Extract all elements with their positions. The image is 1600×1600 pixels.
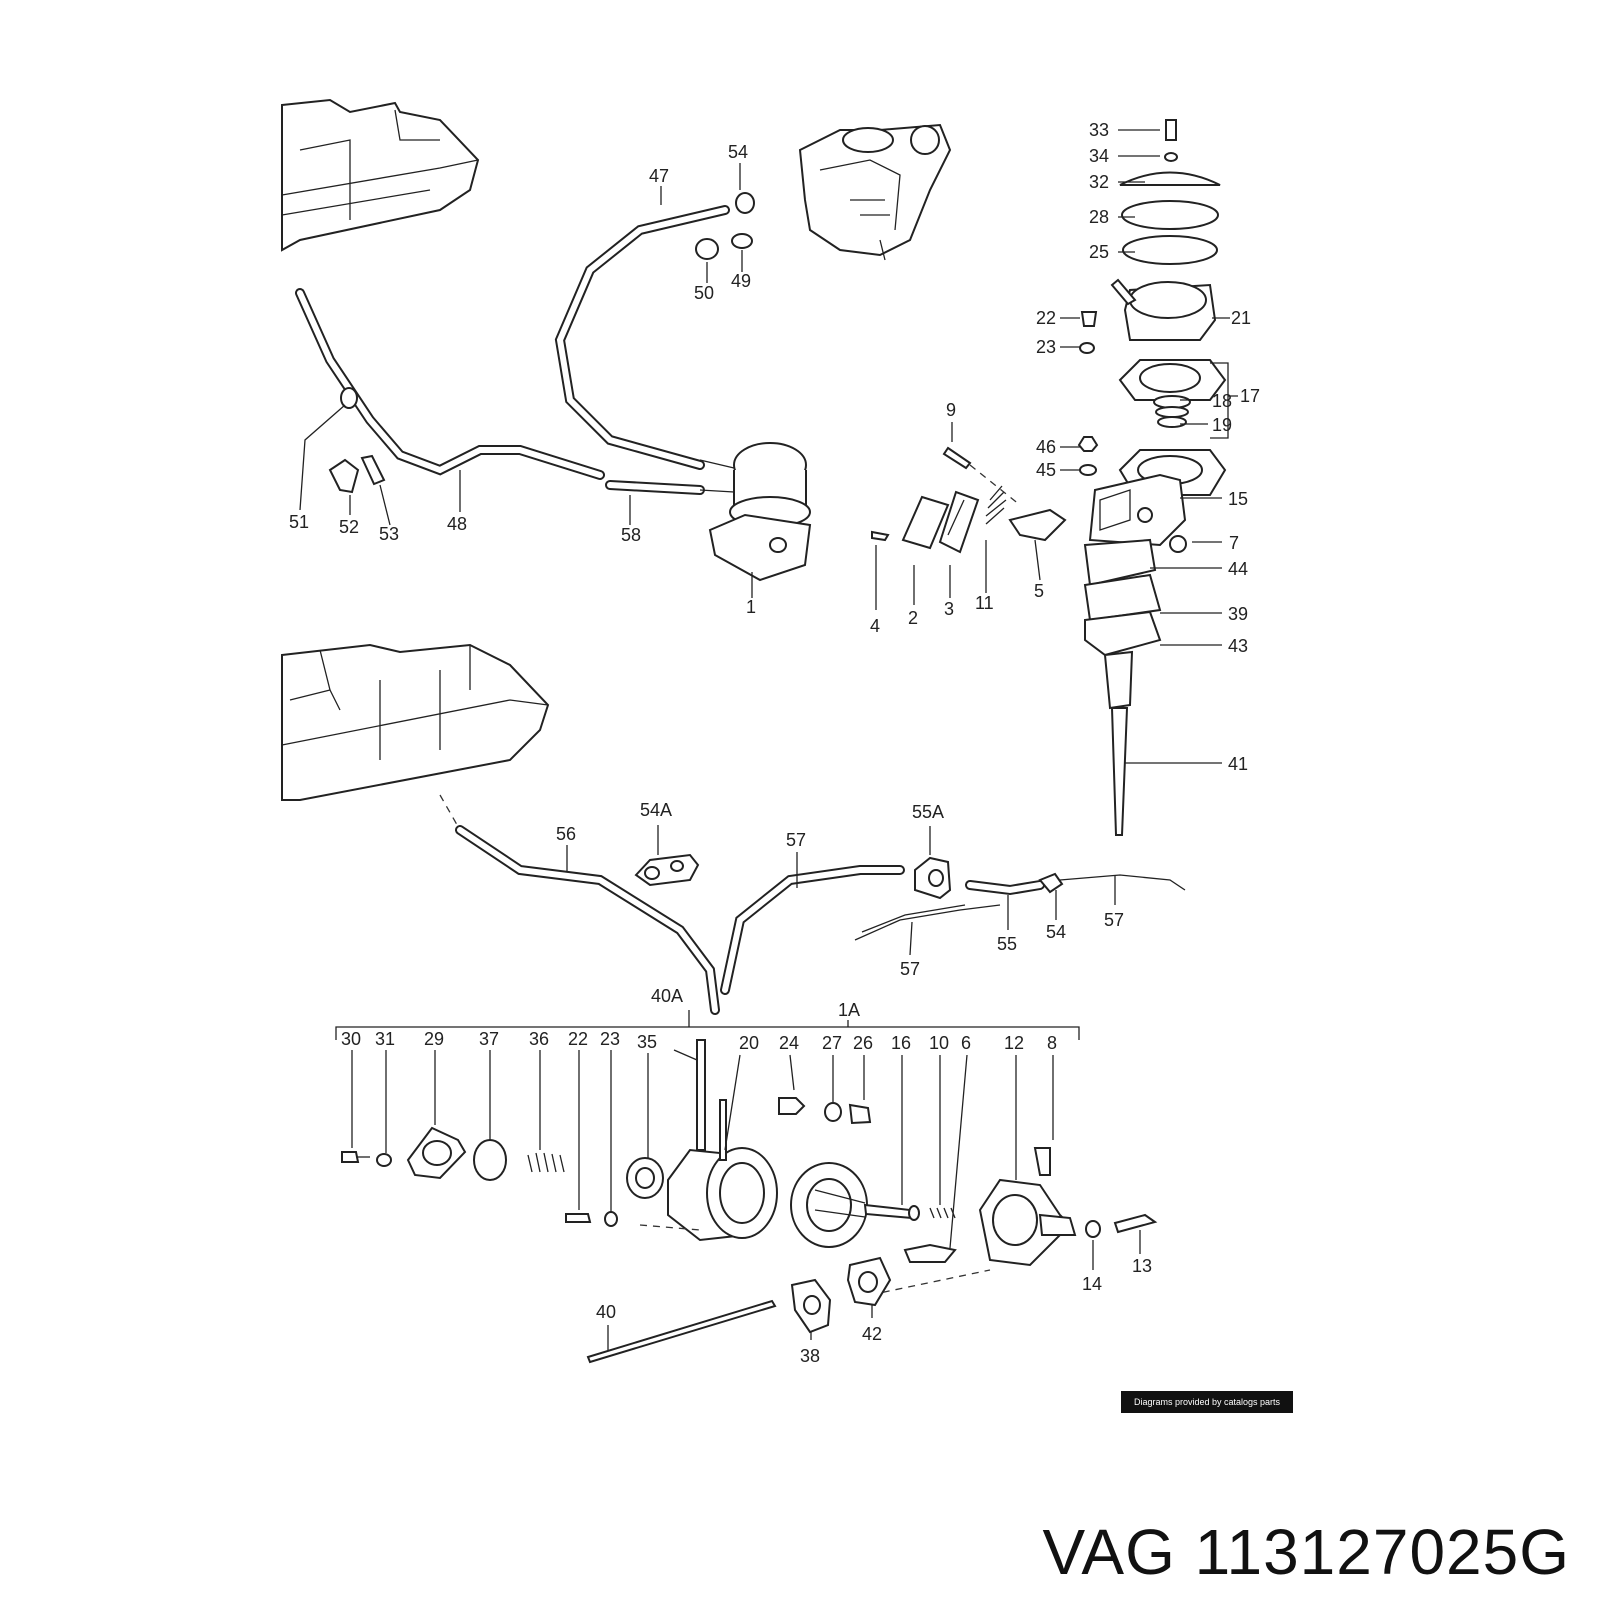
diagram-credit-badge: Diagrams provided by catalogs parts [1121,1391,1293,1413]
label-46: 46 [1036,437,1056,457]
label-19: 19 [1212,415,1232,435]
part-number-caption: VAG 113127025G [1042,1516,1570,1588]
label-b24: 24 [779,1033,799,1053]
label-22: 22 [1036,308,1056,328]
label-51: 51 [289,512,309,532]
label-57-top: 57 [786,830,806,850]
label-b27: 27 [822,1033,842,1053]
label-28: 28 [1089,207,1109,227]
label-17: 17 [1240,386,1260,406]
pump-linkage-parts [871,446,1067,554]
label-23: 23 [1036,337,1056,357]
bracket-1a [335,1010,1080,1040]
label-44: 44 [1228,559,1248,579]
label-b37: 37 [479,1029,499,1049]
fuel-tank-top [281,98,480,252]
label-b20: 20 [739,1033,759,1053]
label-43: 43 [1228,636,1248,656]
label-53: 53 [379,524,399,544]
label-50: 50 [694,283,714,303]
label-b29: 29 [424,1029,444,1049]
label-49: 49 [731,271,751,291]
label-2: 2 [908,608,918,628]
label-58: 58 [621,525,641,545]
label-39: 39 [1228,604,1248,624]
label-52: 52 [339,517,359,537]
label-33: 33 [1089,120,1109,140]
right-column-assembly [1077,119,1227,836]
label-54-mid: 54 [1046,922,1066,942]
label-48: 48 [447,514,467,534]
label-b31: 31 [375,1029,395,1049]
label-9: 9 [946,400,956,420]
label-b23: 23 [600,1029,620,1049]
label-45: 45 [1036,460,1056,480]
fuel-hoses-upper [295,205,730,495]
label-7: 7 [1229,533,1239,553]
label-18: 18 [1212,391,1232,411]
label-34: 34 [1089,146,1109,166]
label-b14: 14 [1082,1274,1102,1294]
label-56: 56 [556,824,576,844]
label-b40: 40 [596,1302,616,1322]
label-b42: 42 [862,1324,882,1344]
label-4: 4 [870,616,880,636]
label-32: 32 [1089,172,1109,192]
label-1: 1 [746,597,756,617]
label-b26: 26 [853,1033,873,1053]
label-47: 47 [649,166,669,186]
label-b30: 30 [341,1029,361,1049]
label-57-bottom: 57 [900,959,920,979]
label-15: 15 [1228,489,1248,509]
lower-pump-parts [341,1039,1158,1364]
label-b10: 10 [929,1033,949,1053]
label-b35: 35 [637,1032,657,1052]
label-b6: 6 [961,1033,971,1053]
label-21: 21 [1231,308,1251,328]
label-b12: 12 [1004,1033,1024,1053]
label-55: 55 [997,934,1017,954]
label-b38: 38 [800,1346,820,1366]
label-11: 11 [975,593,994,613]
fuel-pump-assembly [699,442,812,582]
label-54: 54 [728,142,748,162]
label-25: 25 [1089,242,1109,262]
label-b8: 8 [1047,1033,1057,1053]
label-b16: 16 [891,1033,911,1053]
fuel-hoses-middle [439,794,1186,1015]
label-1a: 1A [838,1000,860,1020]
label-3: 3 [944,599,954,619]
label-41: 41 [1228,754,1248,774]
small-fittings-top [328,192,755,494]
label-57-right: 57 [1104,910,1124,930]
label-40a: 40A [651,986,683,1006]
label-b22: 22 [568,1029,588,1049]
leader-lines [299,129,1238,1350]
label-54a: 54A [640,800,672,820]
fuel-tank-bottom [281,643,550,801]
label-55a: 55A [912,802,944,822]
callout-labels: 47 54 50 49 51 52 53 48 58 1 33 34 32 28… [289,120,1260,1366]
label-b13: 13 [1132,1256,1152,1276]
label-b36: 36 [529,1029,549,1049]
label-5: 5 [1034,581,1044,601]
carburetor [798,123,952,261]
